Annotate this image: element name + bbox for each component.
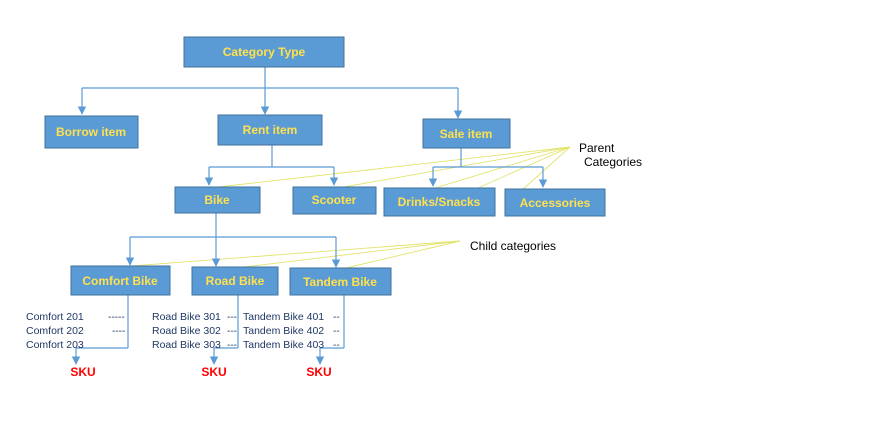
comfort-sku-list: Comfort 201 Comfort 202 Comfort 203 ----… bbox=[26, 311, 125, 351]
sku-item: Comfort 203 bbox=[26, 339, 84, 351]
sku-label-comfort: SKU bbox=[70, 365, 95, 379]
sku-dash: -- bbox=[333, 326, 340, 337]
node-accessories: Accessories bbox=[504, 188, 606, 217]
sku-dash: ----- bbox=[108, 312, 125, 323]
connectors-sku bbox=[71, 295, 345, 365]
sku-dash: --- bbox=[227, 340, 237, 351]
node-borrow-item: Borrow item bbox=[44, 115, 139, 149]
node-sale-item: Sale item bbox=[422, 118, 511, 149]
node-label: Scooter bbox=[312, 193, 357, 207]
node-bike: Bike bbox=[174, 186, 261, 214]
sku-dash: ---- bbox=[112, 326, 125, 337]
sku-item: Road Bike 301 bbox=[152, 311, 221, 323]
child-pointer-lines bbox=[117, 240, 461, 269]
node-category-type: Category Type bbox=[183, 36, 345, 68]
node-road-bike: Road Bike bbox=[191, 266, 279, 296]
sku-dash: -- bbox=[333, 340, 340, 351]
sku-dash: -- bbox=[333, 312, 340, 323]
sku-item: Tandem Bike 403 bbox=[243, 339, 324, 351]
road-sku-list: Road Bike 301 Road Bike 302 Road Bike 30… bbox=[152, 311, 237, 351]
sku-item: Road Bike 302 bbox=[152, 325, 221, 337]
connectors-level2 bbox=[204, 145, 548, 188]
node-label: Rent item bbox=[243, 123, 298, 137]
tandem-sku-list: Tandem Bike 401 Tandem Bike 402 Tandem B… bbox=[243, 311, 340, 351]
node-label: Sale item bbox=[440, 127, 493, 141]
node-label: Tandem Bike bbox=[303, 275, 377, 289]
node-label: Accessories bbox=[520, 196, 591, 210]
node-comfort-bike: Comfort Bike bbox=[70, 265, 171, 296]
sku-item: Comfort 201 bbox=[26, 311, 84, 323]
annotation-child-categories: Child categories bbox=[470, 239, 556, 253]
sku-item: Road Bike 303 bbox=[152, 339, 221, 351]
sku-item: Tandem Bike 402 bbox=[243, 325, 324, 337]
node-label: Road Bike bbox=[206, 274, 265, 288]
sku-item: Tandem Bike 401 bbox=[243, 311, 324, 323]
annotation-parent-line2: Categories bbox=[584, 155, 642, 169]
node-rent-item: Rent item bbox=[217, 114, 323, 146]
sku-dash: --- bbox=[227, 326, 237, 337]
sku-item: Comfort 202 bbox=[26, 325, 84, 337]
sku-label-tandem: SKU bbox=[306, 365, 331, 379]
annotation-parent-line1: Parent bbox=[579, 141, 615, 155]
connectors-level3 bbox=[125, 213, 341, 268]
node-label: Bike bbox=[204, 193, 230, 207]
parent-pointer-lines bbox=[217, 146, 571, 191]
sku-label-road: SKU bbox=[201, 365, 226, 379]
node-label: Borrow item bbox=[56, 125, 126, 139]
node-label: Comfort Bike bbox=[82, 274, 158, 288]
node-scooter: Scooter bbox=[292, 186, 377, 215]
node-label: Category Type bbox=[223, 45, 306, 59]
sku-dash: --- bbox=[227, 312, 237, 323]
node-label: Drinks/Snacks bbox=[398, 195, 481, 209]
node-drinks-snacks: Drinks/Snacks bbox=[383, 187, 496, 217]
connectors-level1 bbox=[77, 67, 463, 119]
node-tandem-bike: Tandem Bike bbox=[289, 267, 392, 296]
